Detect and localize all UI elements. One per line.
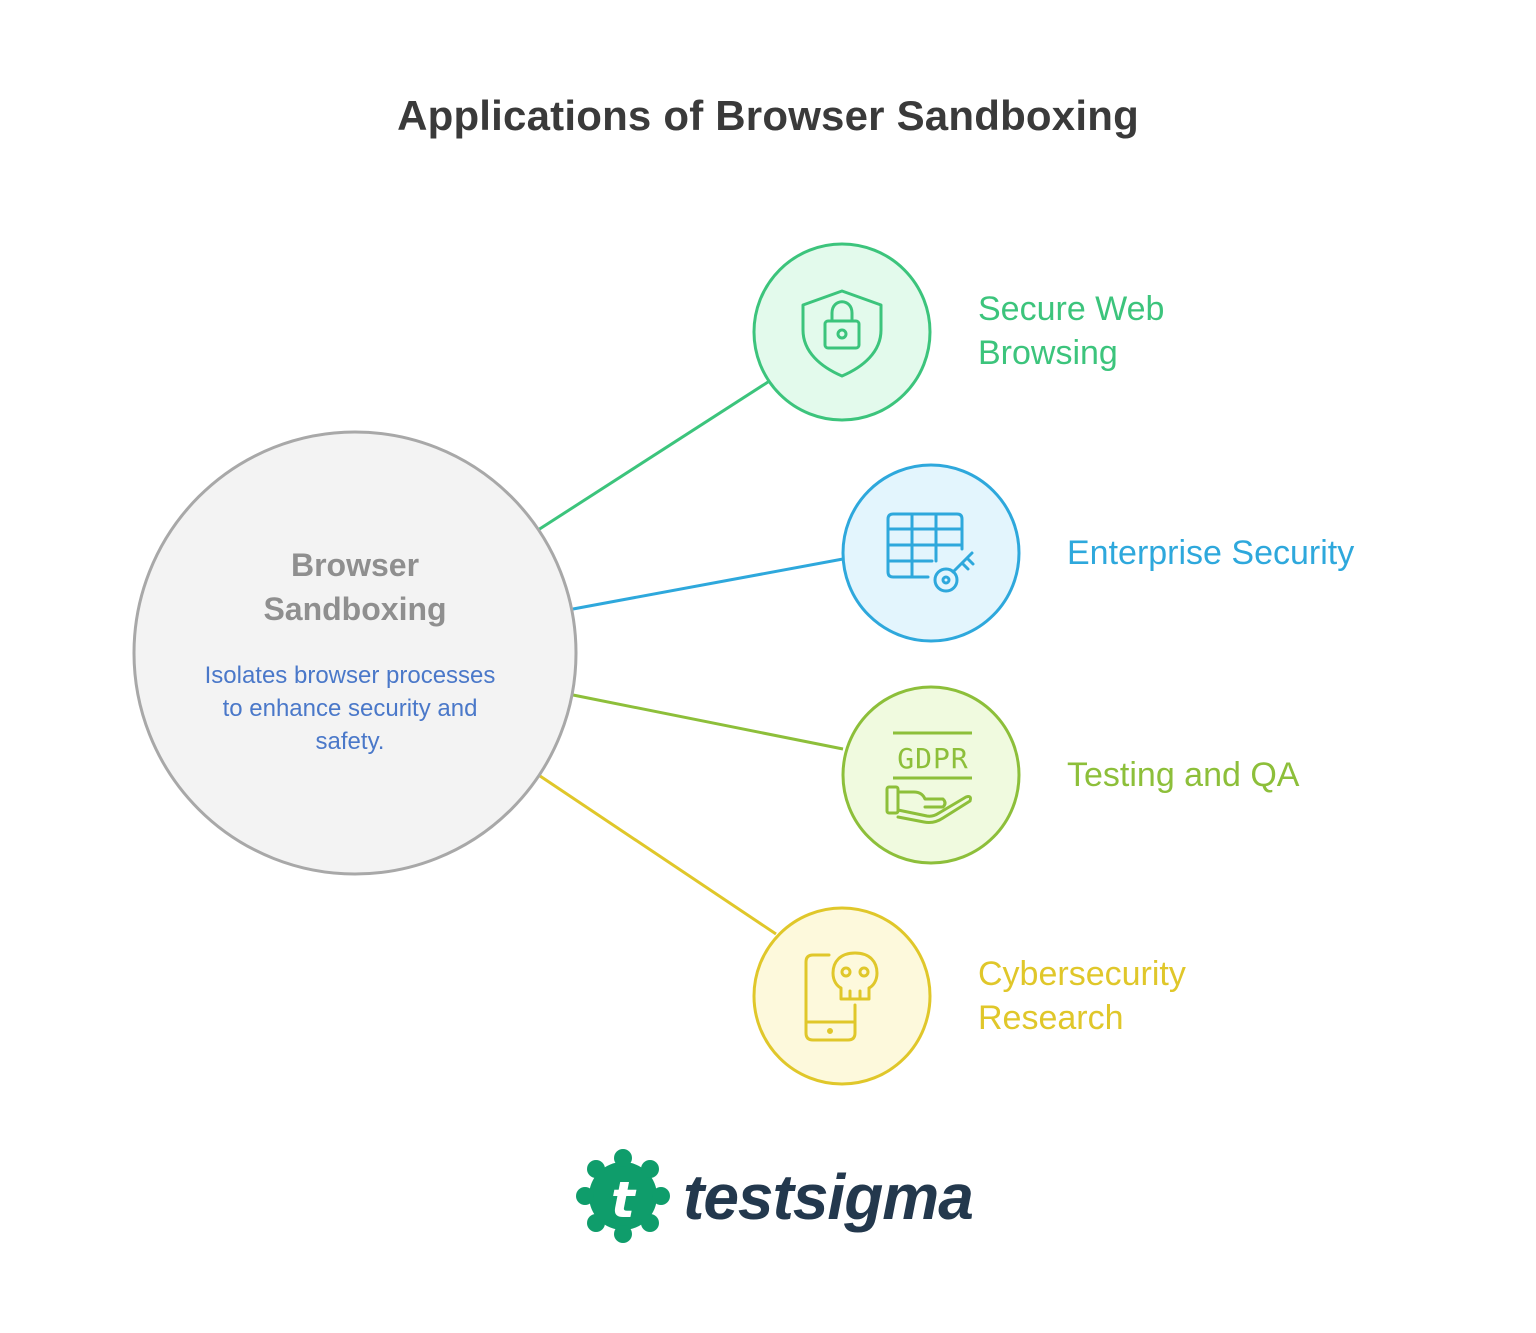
node-secure-web-browsing xyxy=(752,242,932,422)
phone-skull-icon xyxy=(804,951,879,1042)
gdpr-hand-icon: GDPR xyxy=(885,731,972,824)
connector-enterprise-security xyxy=(572,557,844,611)
label-testing-and-qa: Testing and QA xyxy=(1067,756,1300,794)
node-cybersecurity-research xyxy=(752,906,932,1086)
center-node-description: Isolates browser processes to enhance se… xyxy=(204,662,496,755)
label-enterprise-security: Enterprise Security xyxy=(1067,534,1355,572)
table-key-icon xyxy=(886,512,975,593)
connector-cybersecurity-research xyxy=(539,774,777,936)
svg-text:t: t xyxy=(611,1171,637,1229)
testsigma-logo-icon: t xyxy=(576,1149,670,1243)
label-cybersecurity-research: Cybersecurity Research xyxy=(978,955,1186,1037)
node-testing-and-qa: GDPR xyxy=(841,685,1021,865)
svg-text:GDPR: GDPR xyxy=(897,742,968,775)
page-title: Applications of Browser Sandboxing xyxy=(397,92,1139,139)
center-node xyxy=(132,430,578,876)
connector-secure-web-browsing xyxy=(537,380,769,532)
node-enterprise-security xyxy=(841,463,1021,643)
connector-testing-and-qa xyxy=(572,693,844,751)
center-node-title: Browser Sandboxing xyxy=(263,547,447,627)
shield-lock-icon xyxy=(801,289,883,378)
brand-wordmark: testsigma xyxy=(683,1161,974,1233)
label-secure-web-browsing: Secure Web Browsing xyxy=(978,290,1165,372)
